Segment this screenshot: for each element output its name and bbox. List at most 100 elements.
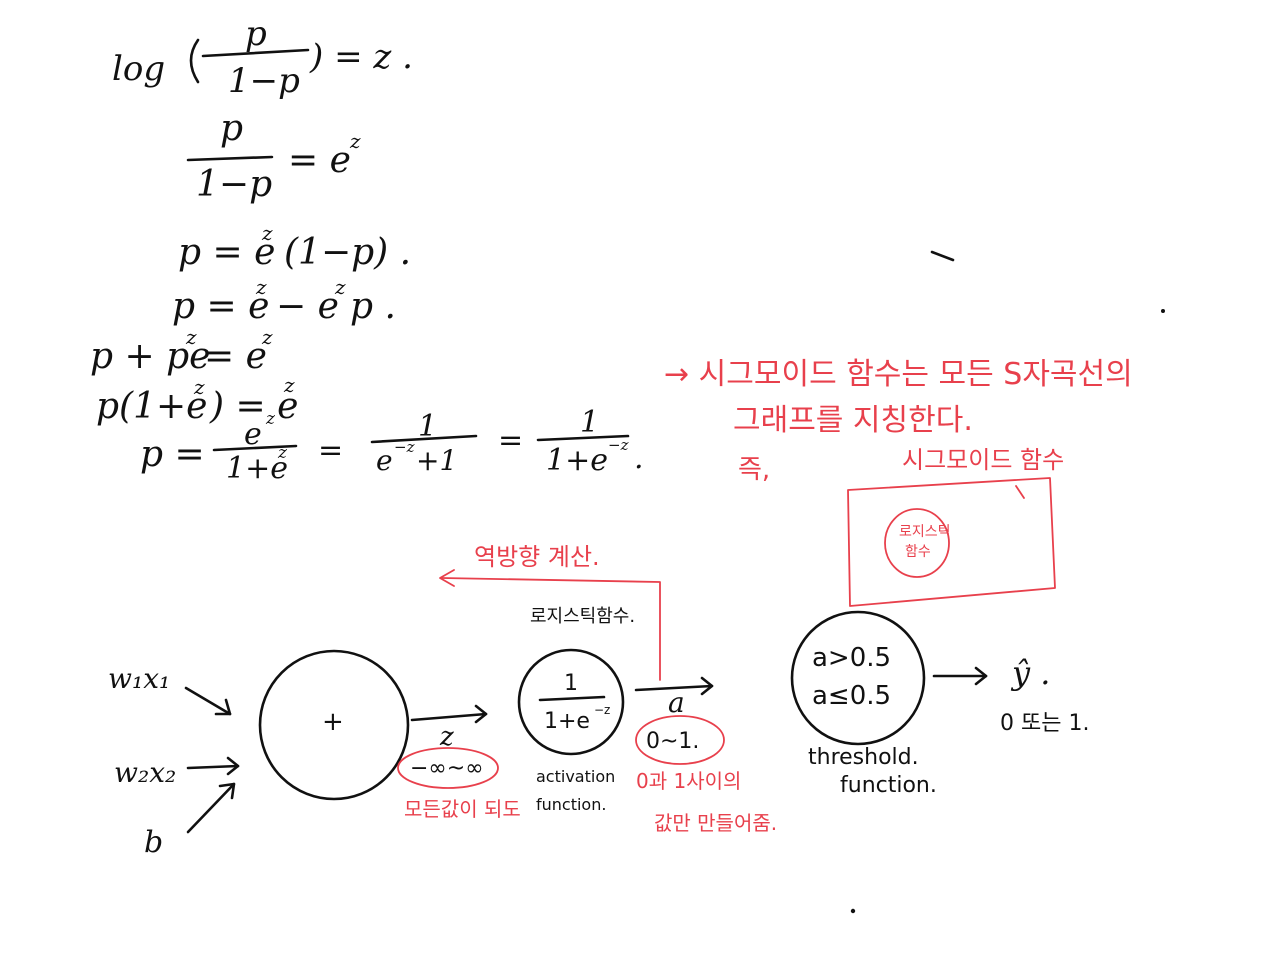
a-arrow [634, 684, 714, 692]
a-label: a [668, 686, 685, 719]
line7-numerator-2: 1 [418, 409, 437, 444]
summation-node [258, 649, 410, 801]
backprop-arrowhead [439, 569, 455, 587]
input2-arrow [186, 764, 240, 770]
z-range-circle [397, 747, 499, 789]
backprop-label: 역방향 계산. [474, 543, 600, 571]
line5: p + pe [90, 336, 210, 377]
activation-label-1: activation [536, 767, 615, 786]
line7-denominator-2-tail: +1 [416, 444, 457, 477]
line3-superscript: z [261, 221, 273, 245]
a-range-note-2: 값만 만들어줌. [654, 811, 777, 835]
stray-dot [1161, 309, 1165, 313]
line1-denominator: 1−p [228, 61, 300, 101]
sigmoid-note-line3: 즉, [738, 455, 770, 485]
threshold-label-2: function. [840, 773, 937, 798]
line7-equals-3: = [498, 423, 523, 458]
line7-denominator-3: 1+e [546, 443, 608, 478]
a-arrowhead [700, 676, 714, 696]
output-y-hat: ŷ . [1010, 654, 1050, 692]
stray-dot-bottom [850, 908, 856, 914]
line7-fraction-bar-2 [370, 434, 478, 444]
sigmoid-box [847, 477, 1056, 607]
line6-mid: ) = e [209, 386, 298, 427]
z-range: −∞~∞ [410, 756, 484, 781]
activation-node [517, 648, 625, 756]
a-range-circle [635, 715, 725, 765]
network: w₁x₁ w₂x₂ b + z −∞~∞ 모든값이 되도 1 1+e −z ac… [108, 610, 1089, 860]
line7-denominator-3-sup: −z [608, 436, 629, 454]
line7-denominator-2-sup: −z [394, 438, 415, 456]
input1-arrowhead [214, 698, 232, 716]
bias-arrow [186, 782, 236, 834]
z-arrow [410, 712, 488, 722]
log-symbol: log [112, 49, 165, 89]
derivation: log p 1−p ) = z . p 1−p = e z p = e z (1… [90, 14, 644, 486]
output-values: 0 또는 1. [1000, 711, 1089, 736]
input2-arrowhead [226, 756, 240, 776]
line7-denominator-1: 1+e [226, 451, 288, 486]
line3: p = e [178, 232, 275, 273]
line2-numerator: p [220, 108, 243, 149]
bias-b: b [144, 825, 163, 860]
line4-superscript: z [255, 275, 267, 299]
z-label: z [439, 722, 454, 752]
threshold-condition-1: a>0.5 [812, 643, 891, 673]
logistic-circle [884, 508, 950, 578]
backprop-arrow [441, 577, 661, 681]
activation-superscript: −z [594, 703, 610, 717]
line4-mid: − e [276, 286, 339, 327]
activation-label-2: function. [536, 795, 606, 814]
line4-superscript-2: z [334, 275, 346, 299]
line7-numerator-1: e [244, 417, 262, 452]
activation-denominator: 1+e [544, 709, 590, 734]
line6: p(1+e [96, 386, 207, 427]
line4: p = e [172, 286, 269, 327]
line7-fraction-bar-3 [536, 434, 630, 442]
line6-superscript-2: z [283, 373, 295, 397]
line4-tail: p . [350, 286, 396, 327]
line2-fraction-bar [186, 155, 274, 162]
stray-dash [930, 250, 955, 262]
line7-end: . [634, 441, 644, 476]
line2-superscript: z [349, 129, 361, 153]
line5-superscript-2: z [261, 325, 273, 349]
line7-numerator-3: 1 [580, 405, 599, 440]
line2-rhs: = e [288, 140, 351, 181]
input-w1x1: w₁x₁ [108, 662, 170, 695]
a-range-note-1: 0과 1사이의 [636, 769, 741, 793]
line7-numerator-1-sup: z [265, 409, 276, 429]
z-range-note: 모든값이 되도 [404, 797, 521, 821]
sigmoid-note-line1: → 시그모이드 함수는 모든 S자곡선의 [664, 357, 1133, 392]
line7-lhs: p = [140, 434, 205, 475]
logistic-circle-text-1: 로지스틱 [899, 524, 951, 540]
z-arrowhead [474, 704, 488, 724]
line7-fraction-bar-1 [212, 444, 298, 452]
line6-superscript: z [193, 375, 205, 399]
logistic-function-label: 로지스틱함수. [530, 606, 635, 627]
logistic-circle-text-2: 함수 [905, 544, 931, 560]
summation-symbol: + [322, 707, 344, 737]
bias-arrowhead [218, 782, 236, 800]
line1-rhs: ) = z . [309, 37, 413, 77]
a-range: 0~1. [646, 729, 699, 754]
output-arrowhead [974, 666, 988, 686]
line1-numerator: p [245, 14, 267, 54]
line1-fraction-bar [201, 48, 310, 58]
activation-numerator: 1 [564, 671, 578, 696]
threshold-node [790, 610, 926, 746]
line2-denominator: 1−p [196, 164, 272, 205]
line7-equals-2: = [318, 433, 343, 468]
line5-superscript: z [185, 325, 197, 349]
backprop-note: 역방향 계산. [439, 543, 661, 681]
sigmoid-note: → 시그모이드 함수는 모든 S자곡선의 그래프를 지칭한다. 즉, 시그모이드… [664, 357, 1133, 607]
line7-denominator-2: e [376, 444, 393, 477]
sigmoid-box-tick [1015, 485, 1025, 499]
input-w2x2: w₂x₂ [114, 756, 176, 789]
sigmoid-box-title: 시그모이드 함수 [902, 446, 1064, 474]
sigmoid-note-line2: 그래프를 지칭한다. [733, 403, 973, 438]
input1-arrow [184, 686, 232, 716]
open-paren [189, 38, 200, 84]
line3-tail: (1−p) . [284, 232, 411, 273]
